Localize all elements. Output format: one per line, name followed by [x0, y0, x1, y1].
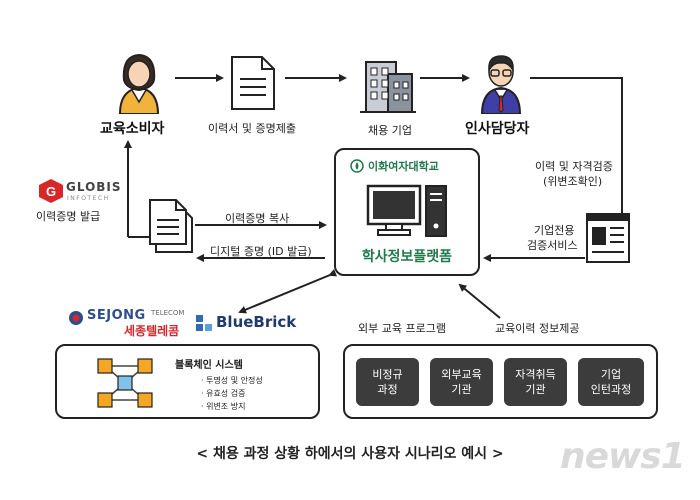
- issue-cert-label: 이력증명 발급: [36, 210, 101, 223]
- globis-sub: INFOTECH: [67, 195, 110, 202]
- platform-name: 학사정보플랫폼: [361, 249, 453, 265]
- corp-service-label-2: 검증서비스: [527, 239, 578, 252]
- company-building-icon: [360, 61, 416, 113]
- university-header: 이화여자대학교: [350, 158, 439, 174]
- platform-box: 이화여자대학교 학사정보플랫폼: [334, 148, 480, 276]
- blockchain-item: · 투명성 및 안정성: [201, 376, 263, 385]
- verification-doc-icon: [586, 213, 630, 263]
- globis-name: GLOBIS: [66, 180, 122, 194]
- sejong-telecom: TELECOM: [151, 309, 185, 317]
- university-emblem-icon: [350, 159, 364, 173]
- hr-label: 인사담당자: [465, 121, 530, 137]
- globis-logo-icon: G: [39, 179, 63, 203]
- blockchain-box: 블록체인 시스템 · 투명성 및 안정성 · 유효성 검증 · 위변조 방지: [55, 344, 320, 419]
- sejong-ko: 세종텔레콤: [124, 324, 180, 338]
- news1-watermark: news1: [560, 436, 686, 477]
- resume-document-icon: [231, 56, 275, 110]
- svg-text:G: G: [46, 184, 56, 199]
- blockchain-cubes-icon: [97, 358, 153, 408]
- corp-service-label-1: 기업전용: [534, 224, 575, 237]
- consumer-person-icon: [118, 53, 160, 114]
- computer-icon: [366, 184, 447, 237]
- ext-program-label: 외부 교육 프로그램: [358, 322, 446, 335]
- diagram-caption: < 채용 과정 상황 하에서의 사용자 시나리오 예시 >: [196, 446, 504, 462]
- verify-label-2: (위변조확인): [543, 175, 603, 188]
- university-name: 이화여자대학교: [368, 160, 439, 173]
- verify-label-1: 이력 및 자격검증: [535, 160, 613, 173]
- digital-cert-label: 디지털 증명 (ID 발급): [210, 245, 312, 258]
- bluebrick-name: BlueBrick: [216, 313, 297, 331]
- consumer-label: 교육소비자: [100, 121, 165, 137]
- line-hr-to-service: [530, 77, 623, 215]
- hr-person-icon: [480, 55, 522, 114]
- arrow-platform-blockchain: [238, 269, 338, 314]
- blockchain-item: · 유효성 검증: [201, 389, 246, 398]
- cert-document-icon: [149, 199, 193, 253]
- bluebrick-logo-icon: [196, 315, 212, 331]
- sejong-logo-icon: [69, 311, 83, 325]
- resume-submit-label: 이력서 및 증명제출: [208, 122, 296, 135]
- edu-info-label: 교육이력 정보제공: [495, 322, 580, 335]
- sejong-en: SEJONG: [87, 308, 146, 323]
- blockchain-item: · 위변조 방지: [201, 402, 246, 411]
- arrow-programs-to-platform: [458, 283, 501, 319]
- blockchain-title: 블록체인 시스템: [175, 360, 243, 371]
- copy-cert-label: 이력증명 복사: [225, 212, 290, 225]
- company-label: 채용 기업: [368, 124, 412, 137]
